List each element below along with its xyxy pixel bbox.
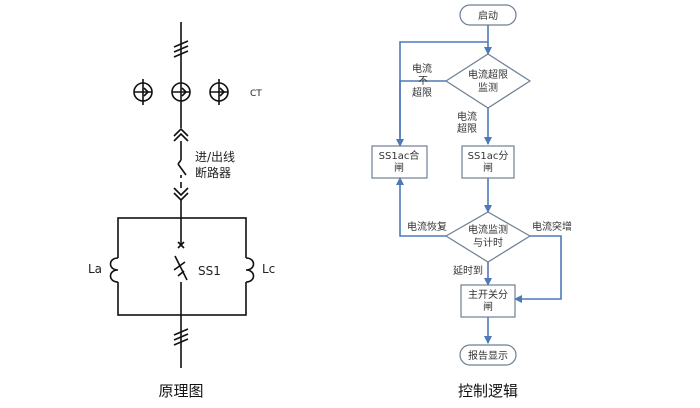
schematic-caption: 原理图 [158,382,203,400]
not-exceed-line3: 超限 [412,86,432,99]
monitor-timer-decision [444,211,532,263]
exceed-line1: 电流 [457,110,477,123]
ss1ac-open-line1: SS1ac分 [468,150,509,162]
flowchart-caption: 控制逻辑 [458,382,518,400]
surge-label: 电流突增 [532,220,572,233]
start-node [459,4,517,26]
flow-close-loop-back [399,41,488,146]
reactor-bridge-box [117,217,247,316]
report-display-label: 报告显示 [468,349,508,362]
flowchart: 启动 电流超限 监测 SS1ac合 闸 SS1ac分 闸 电流监测 与计时 主开… [371,4,572,400]
la-inductor [109,257,119,283]
recover-label: 电流恢复 [407,220,447,233]
breaker-contact [177,159,187,188]
exceed-line2: 超限 [457,122,477,135]
report-display-node [459,344,517,366]
ct-label: CT [250,89,262,99]
monitor-decision [444,53,532,109]
monitor-label-line2: 监测 [478,81,498,94]
flow-timer-to-close [396,177,446,237]
ss1ac-open-box [461,145,515,179]
ct-symbol-left [133,79,153,105]
ss1ac-close-line1: SS1ac合 [379,149,420,162]
not-exceed-line1: 电流 [412,62,432,75]
main-open-line1: 主开关分 [468,288,508,301]
start-node-label: 启动 [478,9,498,22]
top-hash-marks [173,40,189,58]
not-exceed-line2: 不 [418,76,428,87]
breaker-label-line1: 进/出线 [195,150,235,164]
lc-label: Lc [262,262,275,276]
ss1-label: SS1 [198,264,221,278]
la-label: La [88,262,102,276]
bottom-hash-marks [173,328,189,346]
ss1ac-close-box [371,145,428,179]
ct-symbol-center [171,82,191,102]
flow-connectors [396,25,562,344]
main-open-line2: 闸 [483,300,493,313]
delay-label: 延时到 [453,265,483,277]
schematic-diagram [109,22,255,368]
ss1ac-close-line2: 闸 [394,161,404,174]
breaker-chevron-bottom [173,187,189,202]
ss1-cross-mark [177,241,185,249]
breaker-chevron-top [173,127,189,142]
breaker-label-line2: 断路器 [195,165,231,180]
ct-symbol-right [209,79,229,105]
monitor-timer-line1: 电流监测 [468,223,508,236]
ss1-switch [173,255,188,315]
lc-inductor [245,257,255,283]
flow-surge-to-main-open [514,235,562,303]
main-switch-open-box [460,284,516,318]
monitor-label-line1: 电流超限 [468,68,508,81]
monitor-timer-line2: 与计时 [473,236,503,249]
ss1ac-open-line2: 闸 [483,161,493,174]
